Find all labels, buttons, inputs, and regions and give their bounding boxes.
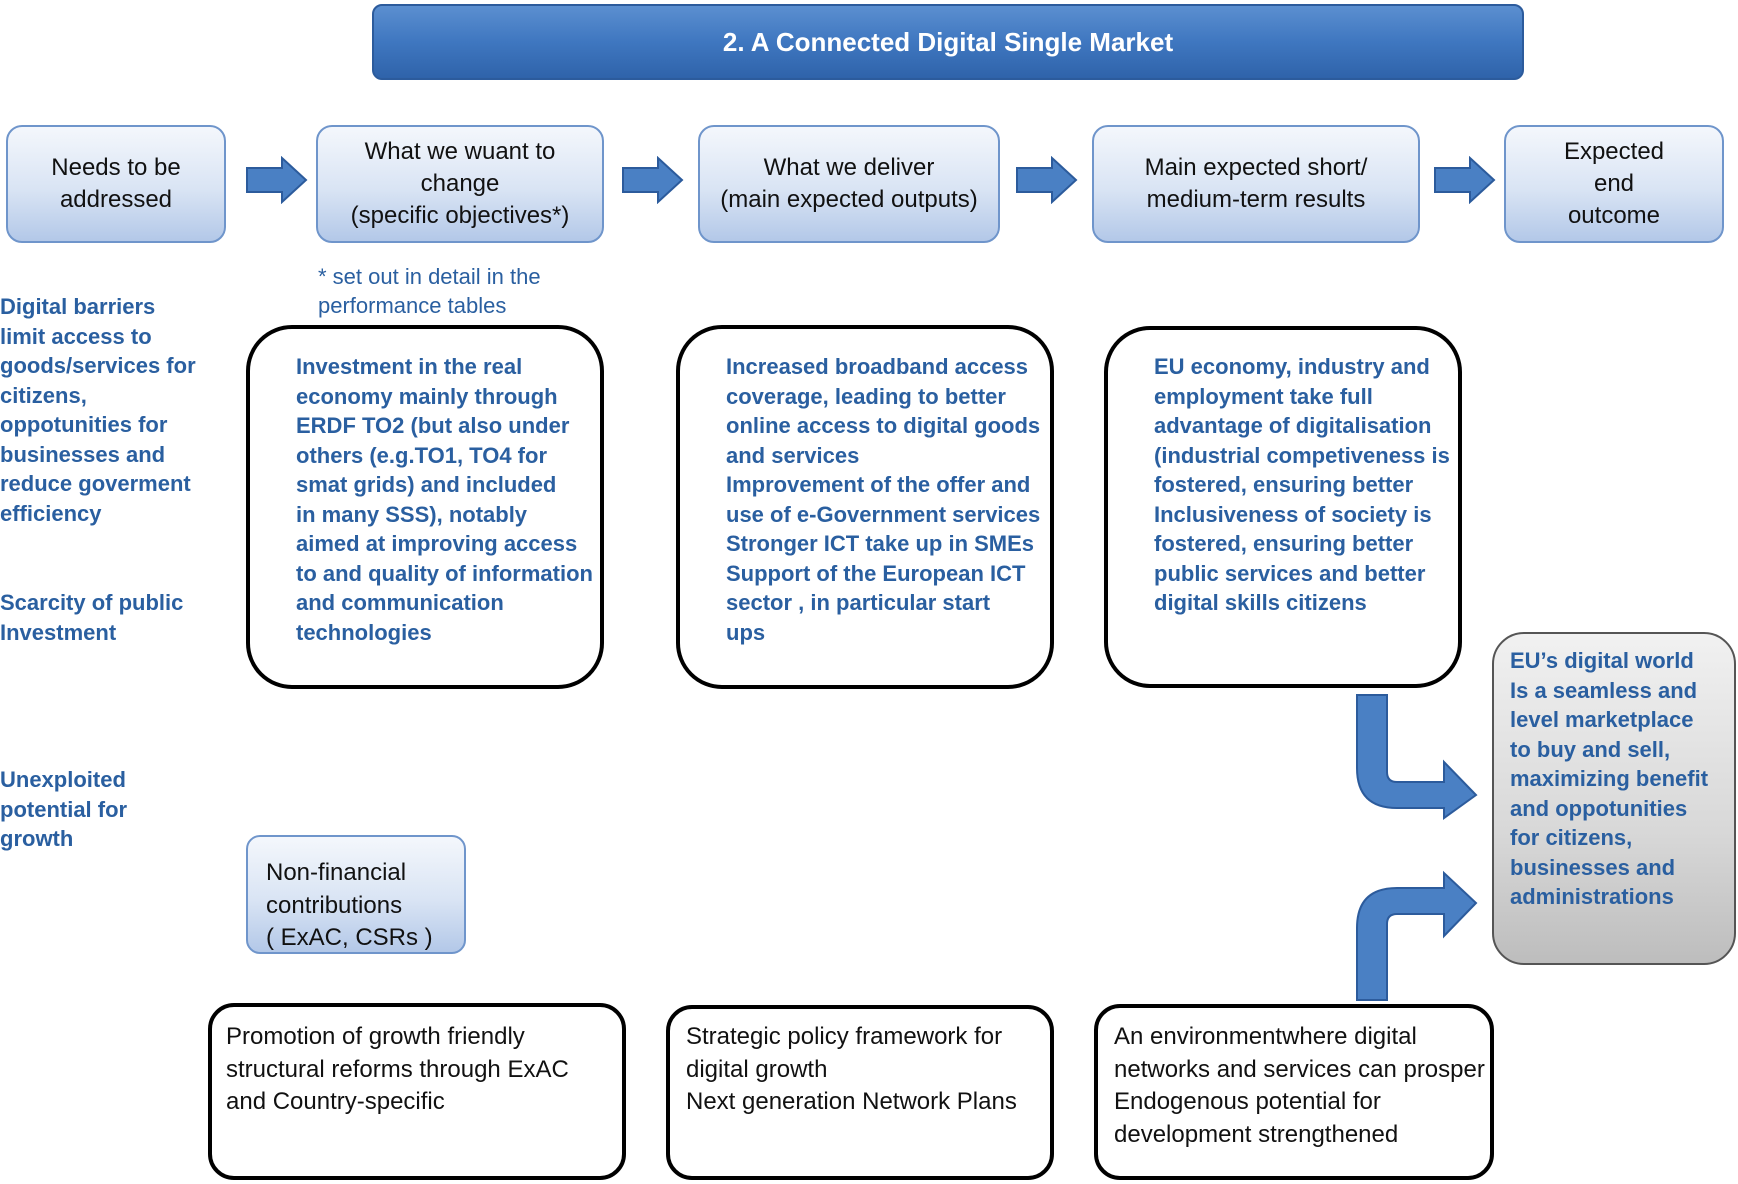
bottom-box-policy-framework: Strategic policy framework for digital g… bbox=[666, 1005, 1054, 1180]
results-box bbox=[1104, 326, 1462, 688]
bottom-box-policy-framework-text: Strategic policy framework for digital g… bbox=[686, 1023, 1017, 1115]
right-arrow-icon bbox=[1016, 156, 1078, 204]
nonfinancial-contributions-box: Non-financial contributions ( ExAC, CSRs… bbox=[246, 835, 466, 954]
bent-down-right-arrow-icon bbox=[1356, 694, 1478, 820]
outputs-text: Increased broadband access coverage, lea… bbox=[726, 354, 1041, 645]
bottom-box-reforms-text: Promotion of growth friendly structural … bbox=[226, 1023, 569, 1115]
header-needs-label: Needs to be addressed bbox=[51, 154, 181, 213]
bent-up-right-arrow-icon bbox=[1356, 870, 1478, 1001]
bottom-box-reforms: Promotion of growth friendly structural … bbox=[208, 1003, 626, 1180]
header-outcome-label: Expected end outcome bbox=[1563, 138, 1665, 229]
objectives-box bbox=[246, 325, 604, 689]
header-needs: Needs to be addressed bbox=[6, 125, 226, 243]
header-objectives: What we wuant to change (specific object… bbox=[316, 125, 604, 243]
header-outputs-label: What we deliver (main expected outputs) bbox=[720, 154, 978, 213]
header-results-label: Main expected short/ medium-term results bbox=[1144, 154, 1368, 213]
footnote: * set out in detail in the performance t… bbox=[318, 264, 541, 318]
bottom-box-environment: An environmentwhere digital networks and… bbox=[1094, 1004, 1494, 1180]
header-results: Main expected short/ medium-term results bbox=[1092, 125, 1420, 243]
right-arrow-icon bbox=[622, 156, 684, 204]
outputs-box bbox=[676, 325, 1054, 689]
outcome-text: EU’s digital world Is a seamless and lev… bbox=[1510, 648, 1709, 909]
need-digital-barriers: Digital barriers limit access to goods/s… bbox=[0, 294, 196, 526]
outcome-box bbox=[1492, 632, 1736, 965]
bottom-box-environment-text: An environmentwhere digital networks and… bbox=[1114, 1023, 1485, 1148]
need-public-investment: Scarcity of public Investment bbox=[0, 590, 184, 645]
diagram-title: 2. A Connected Digital Single Market bbox=[372, 4, 1524, 80]
results-text: EU economy, industry and employment take… bbox=[1154, 354, 1450, 615]
need-growth-potential: Unexploited potential for growth bbox=[0, 767, 128, 851]
right-arrow-icon bbox=[1434, 156, 1496, 204]
header-outcome: Expected end outcome bbox=[1504, 125, 1724, 243]
objectives-text: Investment in the real economy mainly th… bbox=[296, 354, 593, 645]
header-outputs: What we deliver (main expected outputs) bbox=[698, 125, 1000, 243]
header-objectives-label: What we wuant to change (specific object… bbox=[350, 138, 570, 229]
right-arrow-icon bbox=[246, 156, 308, 204]
